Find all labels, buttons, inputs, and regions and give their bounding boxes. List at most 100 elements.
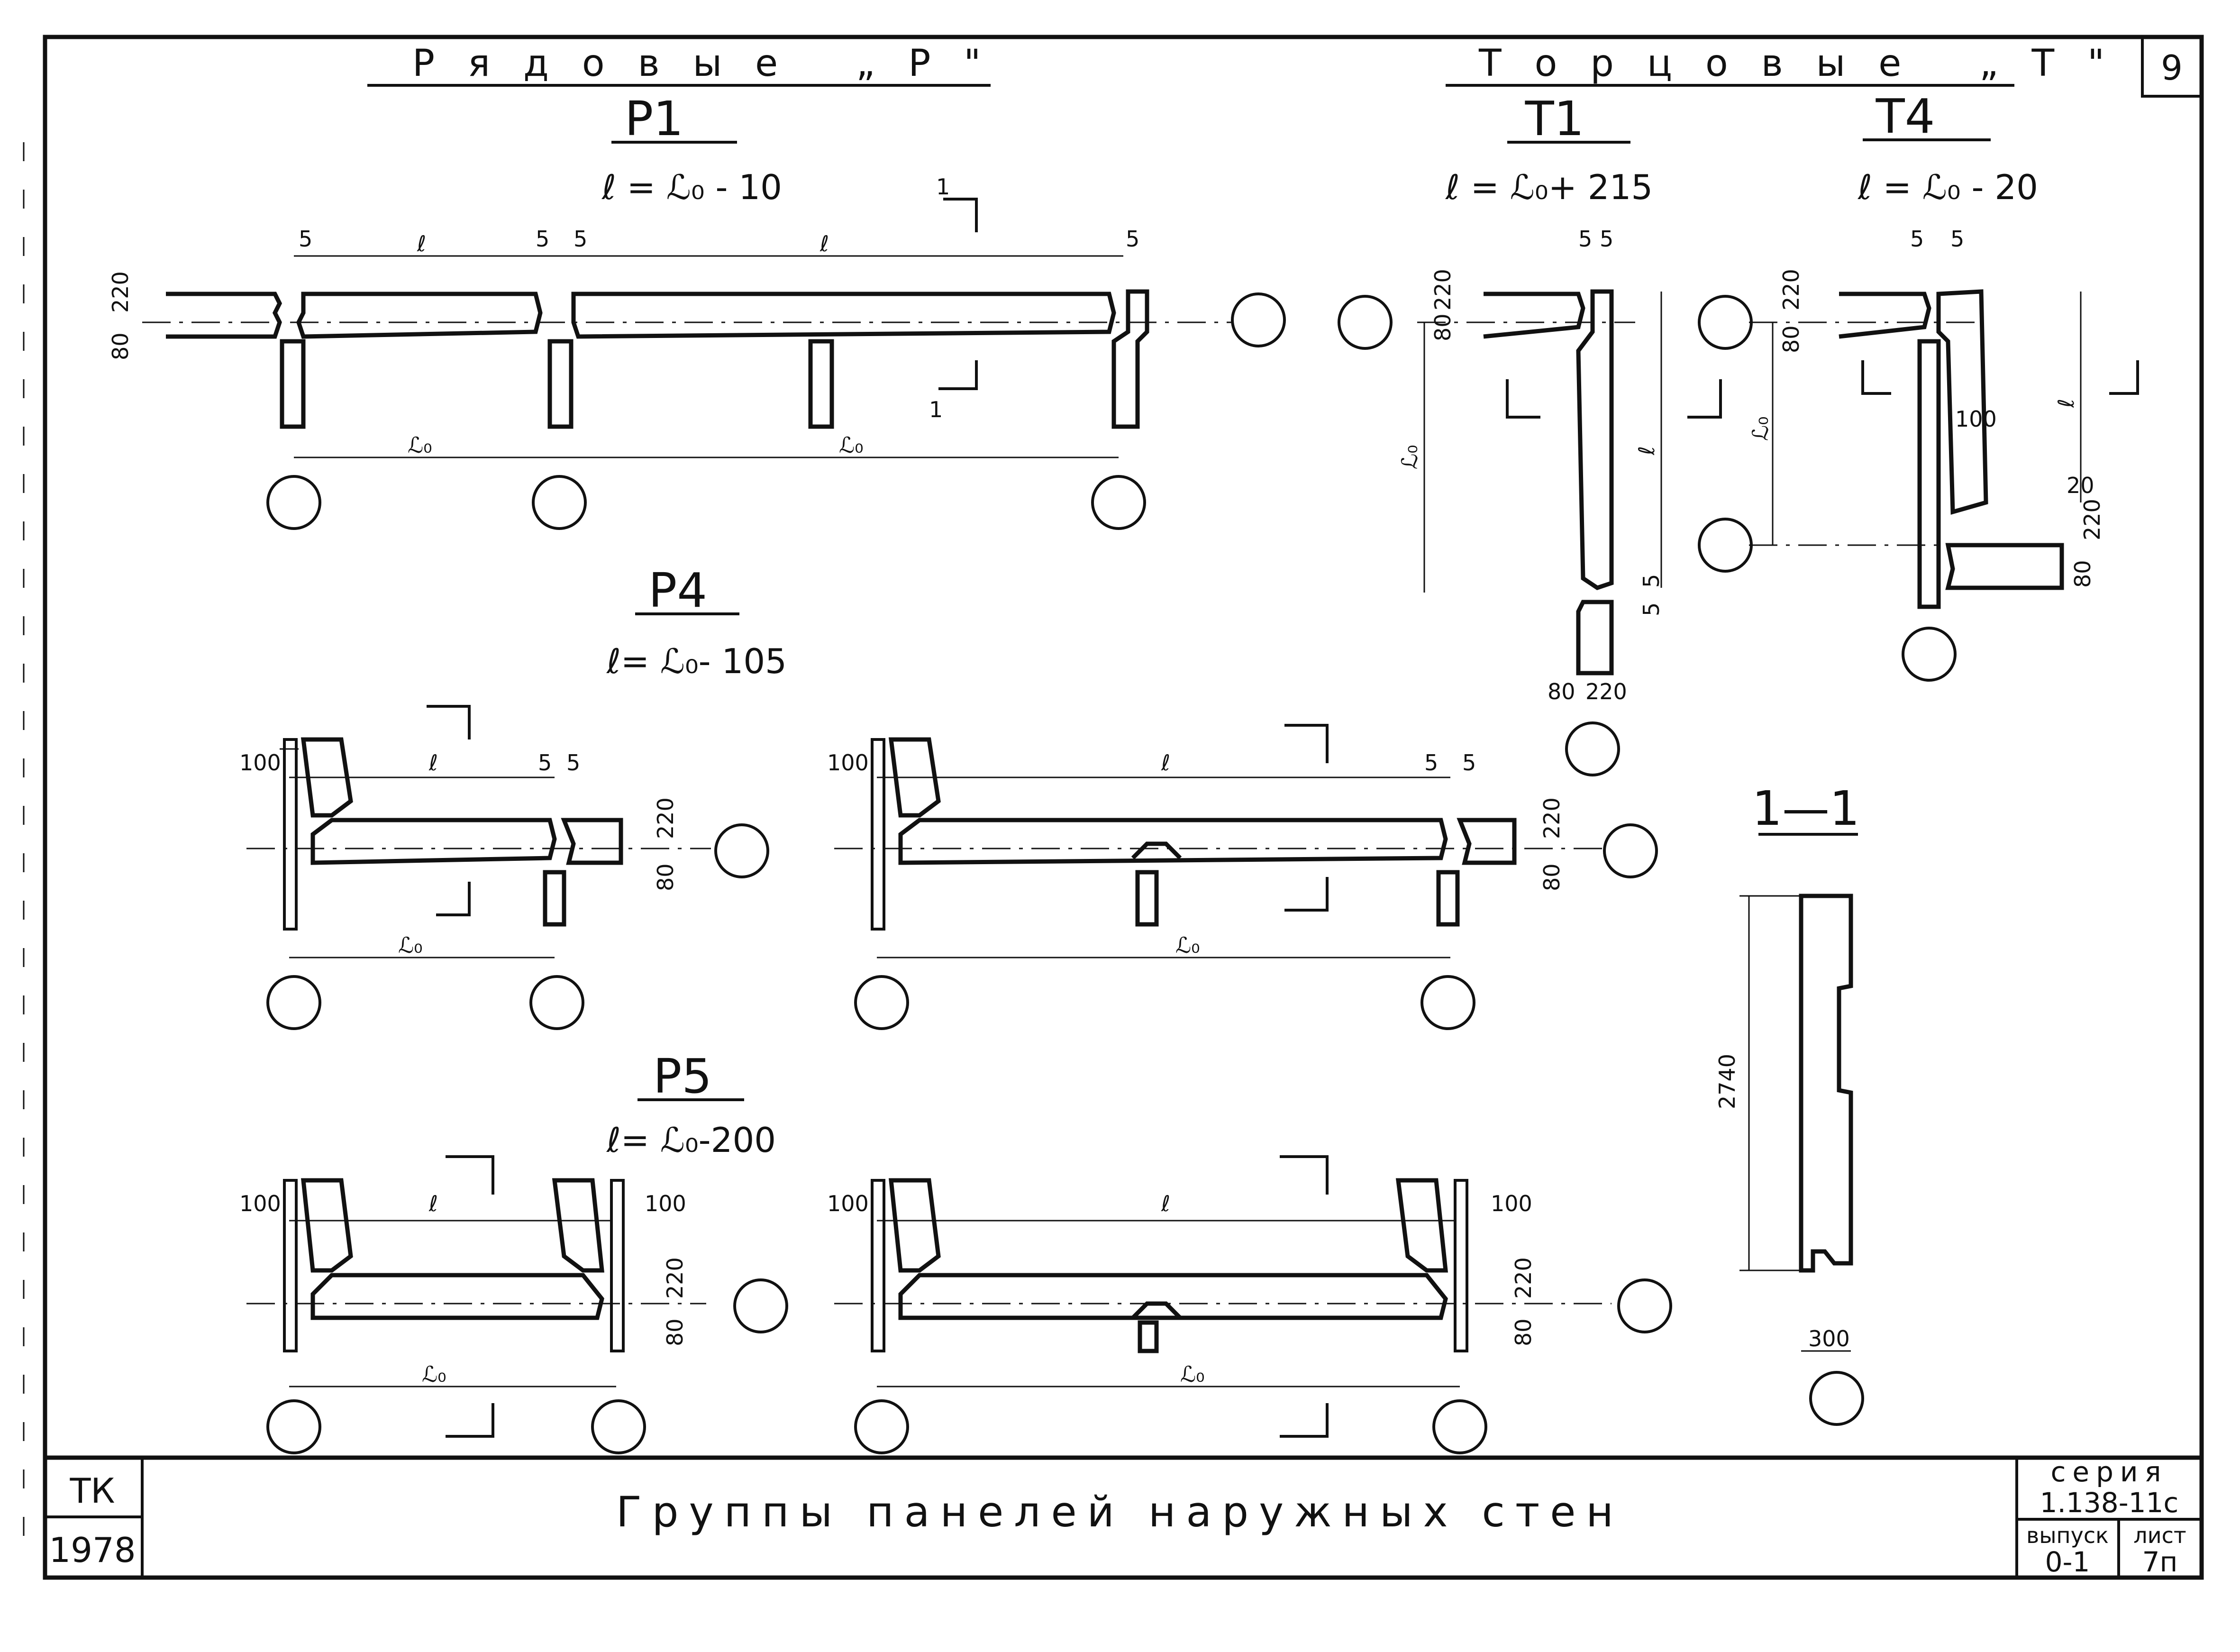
p4r-axis-bubble-2 xyxy=(1420,975,1475,1030)
t1-dim-220b: 220 xyxy=(1585,679,1627,704)
panel-t1-drawing: 5 5 ℒ₀ ℓ 220 80 5 5 80 220 xyxy=(1338,226,1722,776)
sheet-frame xyxy=(43,35,2204,1580)
p5l-wall-left xyxy=(283,1179,298,1352)
panel-p4-name: Р4 xyxy=(648,563,707,618)
p5l-axis-bubble-1 xyxy=(266,1399,321,1454)
p5l-cut-mark-bottom xyxy=(446,1403,494,1438)
p4l-axis-bubble-1 xyxy=(266,975,321,1030)
p1-dim-5c: 5 xyxy=(574,226,587,252)
p4r-slab-next xyxy=(1457,818,1517,865)
section-1-1-drawing: 2740 300 xyxy=(1714,894,1864,1426)
t1-dim-5d: 5 xyxy=(1639,602,1664,616)
p4l-axis-bubble-2 xyxy=(529,975,584,1030)
sheet-label: лист xyxy=(2133,1523,2186,1548)
p1-dim-5d: 5 xyxy=(1126,226,1139,252)
p5r-dim-80: 80 xyxy=(1511,1318,1536,1346)
sheet-number: 9 xyxy=(2161,48,2183,88)
p1-dim-5b: 5 xyxy=(536,226,549,252)
t4-slab-top xyxy=(1839,292,1931,339)
p1-cut-mark-top xyxy=(943,198,978,232)
p5l-dim-l: ℓ xyxy=(428,1191,438,1216)
panel-t1-name: Т1 xyxy=(1525,91,1584,146)
p4r-axis-bubble-3 xyxy=(1603,823,1658,878)
t4-column xyxy=(1917,339,1941,609)
p1-column-2 xyxy=(547,339,574,429)
p4l-cut-mark-bottom xyxy=(436,882,471,916)
p5r-axis-bubble-2 xyxy=(1432,1399,1487,1454)
t4-dim-80: 80 xyxy=(1778,325,1804,353)
p1-dim-l-1: ℓ xyxy=(417,231,426,256)
p1-cut-label-bottom: 1 xyxy=(929,397,943,422)
panel-p5-name: Р5 xyxy=(653,1049,712,1104)
p4l-corner xyxy=(300,737,353,818)
panel-p4-drawing-left: 100 ℓ 5 5 220 80 ℒ₀ xyxy=(239,705,769,1030)
p4r-column-end xyxy=(1436,870,1460,927)
sheet-number-box xyxy=(2141,36,2203,98)
p4l-dim-l: ℓ xyxy=(428,750,438,776)
panel-t4-drawing: 5 5 ℒ₀ ℓ 220 80 100 20 220 80 xyxy=(1698,226,2139,682)
p1-end-wall xyxy=(1111,289,1149,429)
p5r-column-mid xyxy=(1138,1320,1159,1353)
p1-dim-80: 80 xyxy=(108,332,133,360)
p4r-dim-5b: 5 xyxy=(1462,750,1476,776)
p5l-dim-100a: 100 xyxy=(239,1191,281,1216)
panel-t4-formula: ℓ = ℒ₀ - 20 xyxy=(1857,167,2038,207)
issue-value: 0-1 xyxy=(2045,1546,2090,1578)
p4r-dim-5a: 5 xyxy=(1424,750,1438,776)
p4r-corner xyxy=(888,737,941,818)
p1-slab-left xyxy=(166,292,282,339)
p4l-axis-bubble-3 xyxy=(714,823,769,878)
p5r-axis-bubble-3 xyxy=(1617,1278,1672,1333)
p4l-slab xyxy=(310,818,557,865)
t1-dim-5c: 5 xyxy=(1639,574,1664,588)
issue-label: выпуск xyxy=(2026,1523,2109,1548)
p5r-slab xyxy=(898,1273,1448,1320)
p1-dim-220: 220 xyxy=(108,271,133,313)
p4l-wall xyxy=(283,738,298,931)
panel-p5-drawing-right: 100 ℓ 100 220 80 ℒ₀ xyxy=(827,1155,1672,1454)
t1-dim-lo-label: ℒ₀ xyxy=(1397,445,1422,469)
t4-axis-bubble-3 xyxy=(1902,627,1957,682)
p5r-wall-left xyxy=(871,1179,885,1352)
t4-dim-l-label: ℓ xyxy=(2053,399,2079,408)
p5l-dim-220: 220 xyxy=(662,1257,688,1299)
p1-axis-bubble-2 xyxy=(532,475,587,530)
p5r-dim-lo: ℒ₀ xyxy=(1180,1361,1205,1387)
section-dim-height: 2740 xyxy=(1714,1054,1740,1109)
series-value: 1.138-11с xyxy=(2040,1487,2179,1519)
t4-axis-bubble-2 xyxy=(1698,518,1753,573)
p4l-dim-100: 100 xyxy=(239,750,281,776)
p4r-axis-bubble-1 xyxy=(854,975,909,1030)
p4r-dim-80: 80 xyxy=(1539,863,1565,891)
p5l-axis-bubble-2 xyxy=(591,1399,646,1454)
p5l-cut-mark-top xyxy=(446,1155,494,1195)
panel-p4-formula: ℓ= ℒ₀- 105 xyxy=(606,641,787,681)
p5l-corner-right xyxy=(552,1178,604,1273)
t1-wall-lower xyxy=(1576,600,1614,675)
p4r-slab xyxy=(898,818,1448,865)
p1-column-3 xyxy=(808,339,834,429)
section-name: 1—1 xyxy=(1752,781,1859,836)
t4-dim-80b: 80 xyxy=(2070,560,2095,588)
p5l-corner-left xyxy=(301,1178,353,1273)
t1-cut-mark-right xyxy=(1687,379,1722,419)
t4-axis-bubble-1 xyxy=(1698,295,1753,350)
p1-column-1 xyxy=(280,339,306,429)
series-label: серия xyxy=(2051,1456,2168,1488)
p1-cut-label-top: 1 xyxy=(936,174,950,200)
p4r-cut-mark-bottom xyxy=(1284,877,1329,912)
t1-cut-mark-left xyxy=(1506,379,1540,419)
p4r-dim-100: 100 xyxy=(827,750,869,776)
section-profile xyxy=(1799,894,1853,1273)
p5r-axis-bubble-1 xyxy=(854,1399,909,1454)
p1-dim-lo-2: ℒ₀ xyxy=(839,432,864,458)
p5l-wall-right xyxy=(610,1179,625,1352)
t1-dim-80b: 80 xyxy=(1548,679,1575,704)
panel-p4-drawing-right: 100 ℓ 5 5 220 80 ℒ₀ xyxy=(827,724,1658,1030)
p1-cut-mark-bottom xyxy=(938,360,978,390)
drawing-title: Группы панелей наружных стен xyxy=(616,1488,1624,1536)
p5l-axis-bubble-3 xyxy=(733,1278,788,1333)
sheet-value: 7п xyxy=(2142,1546,2178,1578)
p4l-column xyxy=(543,870,566,927)
t4-dim-5a: 5 xyxy=(1910,226,1924,252)
